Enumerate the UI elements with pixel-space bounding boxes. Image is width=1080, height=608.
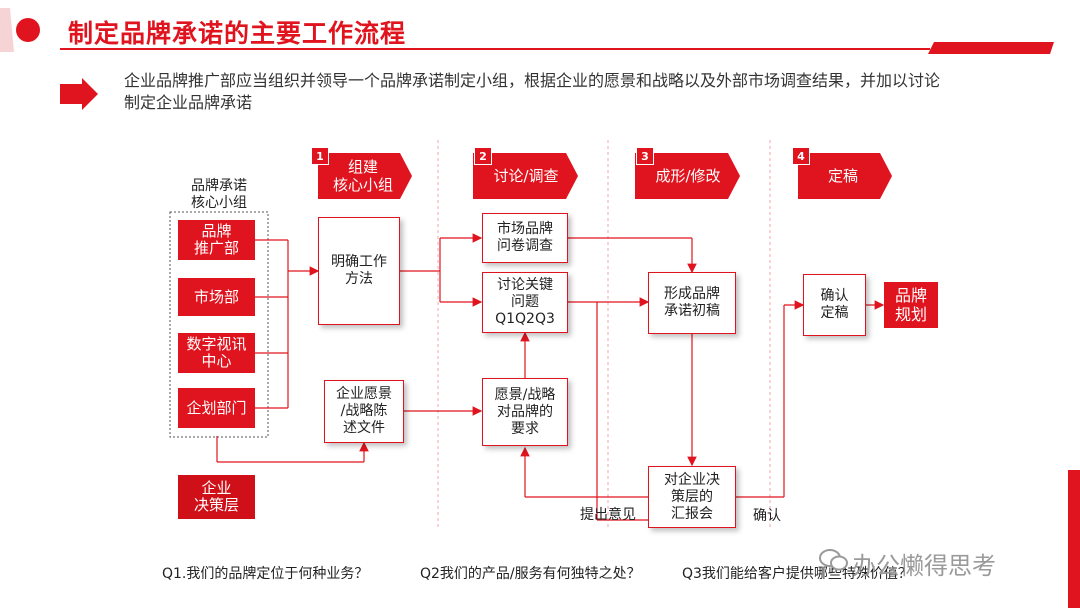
step-3-arrow [635, 153, 740, 199]
intro-arrow-icon [60, 78, 98, 110]
confirm-box: 确认 定稿 [803, 274, 866, 336]
member-planning-dept: 企划部门 [178, 388, 255, 428]
title-bullet-dot [16, 18, 40, 42]
group-label: 品牌承诺 核心小组 [191, 178, 247, 211]
key-issues-box: 讨论关键 问题 Q1Q2Q3 [482, 272, 568, 333]
decision-layer: 企业 决策层 [178, 475, 255, 519]
page-title: 制定品牌承诺的主要工作流程 [68, 19, 407, 48]
draft-box: 形成品牌 承诺初稿 [648, 272, 736, 334]
intro-text: 企业品牌推广部应当组织并领导一个品牌承诺制定小组，根据企业的愿景和战略以及外部市… [124, 71, 941, 112]
step-1-label: 组建 核心小组 [332, 158, 393, 194]
step-2-label: 讨论/调查 [493, 167, 559, 185]
method-box: 明确工作 方法 [318, 217, 400, 325]
right-edge-bar [1068, 470, 1080, 608]
step-2-arrow [473, 153, 578, 199]
member-brand-dept: 品牌 推广部 [178, 220, 255, 260]
group-border [169, 211, 269, 438]
member-market-dept: 市场部 [178, 278, 255, 316]
confirm-label: 确认 [753, 508, 781, 524]
wechat-icon [819, 549, 848, 571]
vision-doc-box: 企业愿景 /战略陈 述文件 [324, 380, 404, 443]
step-2-number: 2 [474, 147, 492, 165]
survey-box: 市场品牌 问卷调查 [482, 213, 568, 263]
step-1-number: 1 [311, 147, 329, 165]
title-underline-accent [928, 42, 1054, 54]
question-3: Q3我们能给客户提供哪些特殊价值？ [682, 566, 912, 582]
title-underline [60, 48, 930, 50]
step-4-number: 4 [792, 147, 810, 165]
feedback-label: 提出意见 [580, 507, 636, 523]
report-box: 对企业决 策层的 汇报会 [648, 466, 736, 528]
step-3-label: 成形/修改 [655, 167, 721, 185]
step-1-arrow [318, 153, 412, 199]
corner-decoration [0, 8, 14, 52]
step-3-number: 3 [636, 147, 654, 165]
member-digital-center: 数字视讯 中心 [178, 333, 255, 373]
question-2: Q2我们的产品/服务有何独特之处？ [420, 566, 641, 582]
requirements-box: 愿景/战略 对品牌的 要求 [482, 378, 568, 446]
step-4-arrow [798, 153, 892, 199]
step-4-label: 定稿 [827, 167, 858, 185]
watermark: 办公懒得思考 [852, 552, 996, 580]
question-1: Q1.我们的品牌定位于何种业务？ [162, 566, 369, 582]
brand-plan-box: 品牌 规划 [884, 282, 938, 328]
